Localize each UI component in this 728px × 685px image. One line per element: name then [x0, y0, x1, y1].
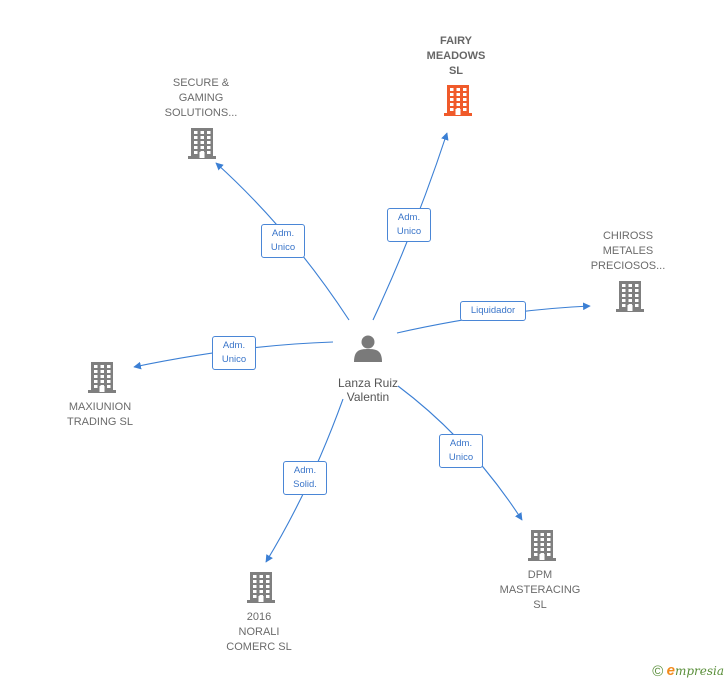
person-icon [354, 335, 382, 362]
center-person-label: Lanza Ruiz Valentin [337, 376, 399, 404]
empresia-watermark: © empresia [652, 662, 724, 680]
edge-label-maxiunion: Adm. Unico [212, 336, 256, 370]
edge-label-chiross: Liquidador [460, 301, 526, 321]
building-icon-secure [188, 128, 216, 159]
edge-label-norali: Adm. Solid. [283, 461, 327, 495]
building-icon-norali [247, 572, 275, 603]
node-label-maxiunion: MAXIUNION TRADING SL [66, 401, 133, 428]
brand-name: mpresia [674, 664, 724, 678]
node-label-dpm: DPM MASTERACING SL [499, 569, 581, 611]
building-icon-maxiunion [88, 362, 116, 393]
copyright-icon: © [652, 663, 664, 680]
building-icon-dpm [528, 530, 556, 561]
edge-label-fairy: Adm. Unico [387, 208, 431, 242]
node-label-fairy: FAIRY MEADOWS SL [426, 35, 486, 77]
building-icon-chiross [616, 281, 644, 312]
node-label-norali: 2016 NORALI COMERC SL [226, 611, 292, 653]
node-label-chiross: CHIROSS METALES PRECIOSOS... [590, 230, 666, 272]
node-label-secure: SECURE & GAMING SOLUTIONS... [164, 77, 238, 119]
edge-label-dpm: Adm. Unico [439, 434, 483, 468]
building-icon-fairy [444, 85, 472, 116]
brand-initial: e [666, 662, 675, 679]
edge-label-secure: Adm. Unico [261, 224, 305, 258]
